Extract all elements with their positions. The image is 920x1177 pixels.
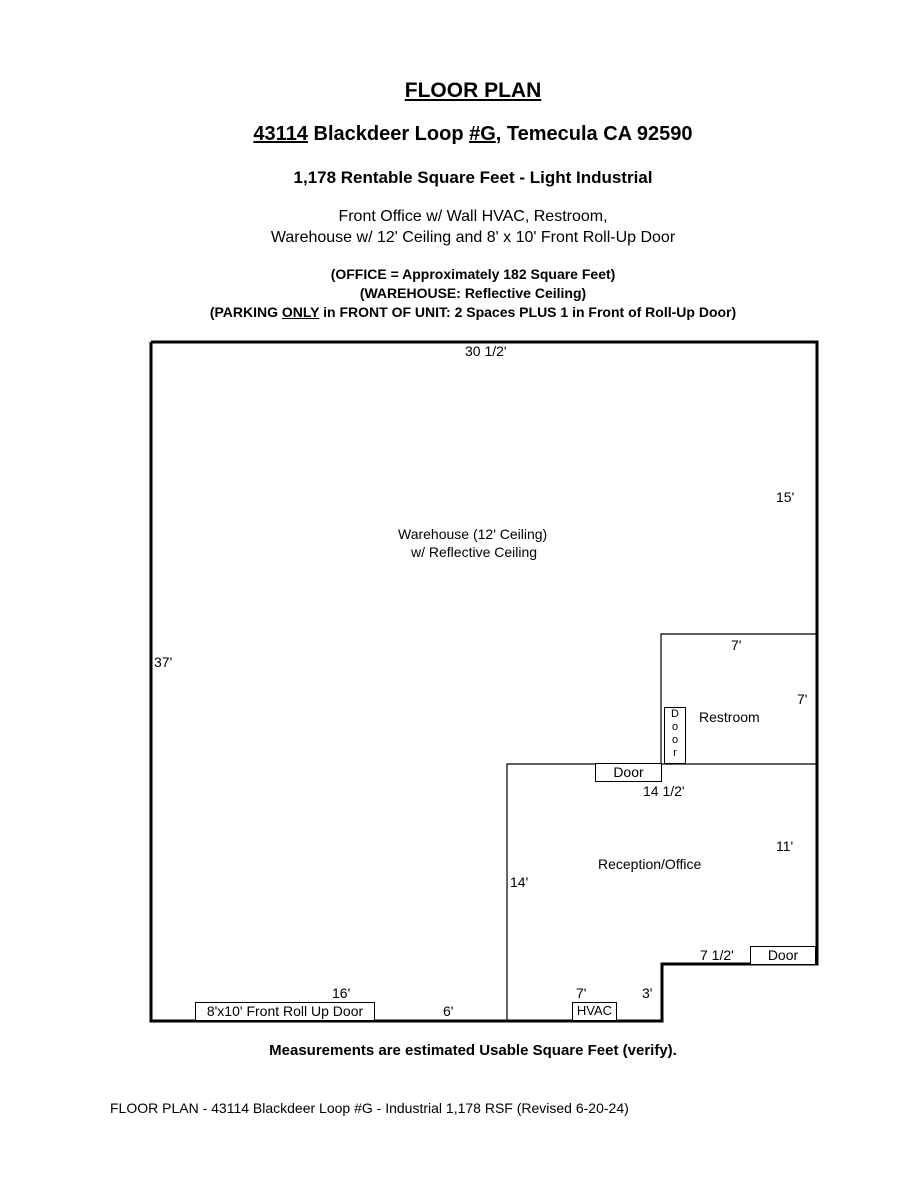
page-title: FLOOR PLAN: [404, 79, 542, 102]
note-parking-post: in FRONT OF UNIT: 2 Spaces PLUS 1 in Fro…: [319, 304, 737, 320]
front-side-door: Door: [750, 946, 816, 965]
roll-up-door: 8'x10' Front Roll Up Door: [195, 1002, 375, 1021]
dimension-step-width: 7 1/2': [700, 947, 734, 963]
note-warehouse: (WAREHOUSE: Reflective Ceiling): [359, 285, 587, 301]
outer-wall: [149, 340, 819, 1023]
dimension-office-width: 14 1/2': [643, 783, 685, 799]
hvac-unit: HVAC: [572, 1002, 617, 1021]
dimension-restroom-height: 7': [797, 691, 808, 707]
warehouse-label-2: w/ Reflective Ceiling: [411, 544, 538, 560]
note-parking: (PARKING ONLY in FRONT OF UNIT: 2 Spaces…: [0, 304, 920, 320]
dimension-office-right: 11': [776, 838, 794, 854]
reception-office-label: Reception/Office: [598, 856, 702, 872]
dimension-restroom-width: 7': [731, 637, 742, 653]
address-city: , Temecula CA 92590: [495, 123, 693, 145]
dimension-right-upper: 15': [776, 489, 795, 505]
note-parking-only: ONLY: [281, 304, 320, 320]
square-footage-subtitle: 1,178 Rentable Square Feet - Light Indus…: [293, 168, 653, 187]
address-number: 43114: [253, 123, 308, 145]
note-parking-pre: (PARKING: [209, 304, 282, 320]
restroom-label: Restroom: [699, 709, 760, 725]
description-line-2: Warehouse w/ 12' Ceiling and 8' x 10' Fr…: [270, 229, 676, 246]
warehouse-label-1: Warehouse (12' Ceiling): [398, 526, 548, 542]
dimension-front-hvac: 7': [576, 985, 587, 1001]
office-wall: [506, 763, 816, 1020]
office-door: Door: [595, 763, 662, 782]
restroom-door: D o o r: [664, 707, 686, 764]
restroom-door-letter: r: [673, 747, 677, 759]
dimension-front-step: 3': [642, 985, 653, 1001]
note-office: (OFFICE = Approximately 182 Square Feet): [330, 266, 616, 282]
dimension-office-left: 14': [510, 874, 529, 890]
dimension-roll-up: 16': [332, 985, 351, 1001]
dimension-left-height: 37': [154, 654, 173, 670]
address-street: Blackdeer Loop: [307, 123, 470, 145]
address-unit: #G: [469, 123, 496, 145]
restroom-door-letter: D: [671, 708, 679, 720]
footer-caption: FLOOR PLAN - 43114 Blackdeer Loop #G - I…: [110, 1100, 629, 1116]
description-line-1: Front Office w/ Wall HVAC, Restroom,: [338, 208, 608, 225]
dimension-front-between: 6': [443, 1003, 454, 1019]
dimension-top-width: 30 1/2': [465, 343, 507, 359]
restroom-door-letter: o: [671, 734, 679, 746]
restroom-wall: [660, 633, 816, 764]
property-address: 43114 Blackdeer Loop #G, Temecula CA 925…: [0, 123, 920, 146]
measurement-note: Measurements are estimated Usable Square…: [269, 1042, 677, 1059]
restroom-door-letter: o: [671, 721, 679, 733]
